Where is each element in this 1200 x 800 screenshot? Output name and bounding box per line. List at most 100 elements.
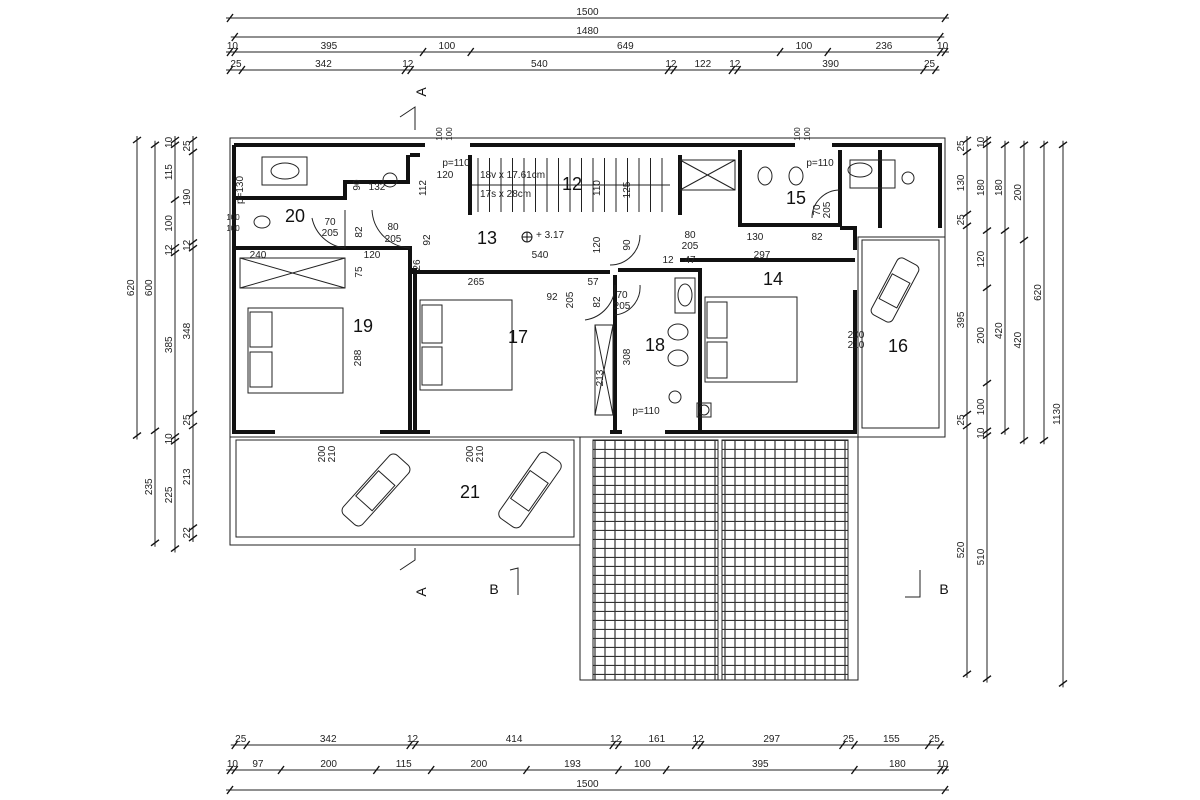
- dimension-tick: [1058, 679, 1068, 687]
- dimension-value: 10: [937, 41, 949, 52]
- dimension-tick: [150, 141, 160, 149]
- dimension-tick: [697, 740, 705, 750]
- dimension-value: 12: [402, 59, 414, 70]
- interior-dimension: 92: [422, 234, 433, 246]
- room-number-21: 21: [460, 482, 480, 502]
- dimension-tick: [982, 379, 992, 387]
- dimension-value: 342: [320, 734, 337, 745]
- dimension-tick: [614, 740, 623, 750]
- interior-dimension: 210: [848, 340, 865, 351]
- dimension-tick: [982, 675, 992, 683]
- dimension-value: 25: [235, 734, 247, 745]
- dimension-tick: [609, 740, 617, 750]
- interior-dimension: 265: [468, 277, 485, 288]
- room-number-17: 17: [508, 327, 528, 347]
- dimension-value: 193: [564, 759, 581, 770]
- dimension-value: 225: [164, 486, 175, 503]
- dimension-value: 620: [126, 279, 137, 296]
- section-marker: B: [939, 581, 948, 597]
- dimension-tick: [919, 65, 928, 75]
- staircase: [472, 158, 670, 212]
- interior-dimension: 75: [354, 266, 365, 278]
- dimension-tick: [936, 32, 944, 42]
- dimension-value: 10: [164, 433, 175, 445]
- dimension-tick: [982, 136, 992, 144]
- interior-dimension: p=110: [632, 406, 660, 417]
- interior-dimension: 47: [684, 255, 696, 266]
- dimension-value: 22: [182, 527, 193, 539]
- dimension-value: 161: [649, 734, 666, 745]
- interior-dimension: 100: [793, 127, 802, 141]
- dimension-tick: [936, 765, 944, 775]
- dimension-value: 25: [230, 59, 242, 70]
- dimension-value: 1500: [576, 779, 599, 790]
- section-cut-line: [399, 106, 921, 598]
- room-number-12: 12: [562, 174, 582, 194]
- room-number-19: 19: [353, 316, 373, 336]
- dimension-tick: [226, 765, 234, 775]
- dimension-value: 120: [976, 250, 987, 267]
- dimension-value: 10: [164, 136, 175, 148]
- dimension-tick: [277, 765, 285, 775]
- dimension-value: 115: [396, 759, 412, 770]
- dimension-tick: [776, 47, 784, 57]
- dimension-tick: [1039, 436, 1049, 444]
- dimension-tick: [982, 284, 992, 292]
- interior-dimension: 70: [616, 290, 628, 301]
- dimension-tick: [231, 47, 239, 57]
- interior-dimension: 200: [317, 445, 328, 462]
- dimension-tick: [734, 65, 742, 75]
- dimension-tick: [691, 740, 699, 750]
- interior-dimension: p=110: [806, 158, 834, 169]
- dimension-value: 213: [182, 468, 193, 485]
- dimension-tick: [372, 765, 380, 775]
- dimension-value: 100: [164, 215, 175, 232]
- dimension-tick: [941, 765, 949, 775]
- dimension-tick: [522, 765, 531, 775]
- interior-dimension: 130: [747, 232, 764, 243]
- interior-dimension: 205: [385, 234, 402, 245]
- dimension-value: 236: [876, 41, 893, 52]
- dimension-tick: [1000, 227, 1010, 235]
- interior-dimension: 297: [754, 250, 771, 261]
- dimension-value: 130: [956, 174, 967, 191]
- interior-dimension: 120: [364, 250, 381, 261]
- section-marker: A: [413, 587, 429, 597]
- dimension-value: 395: [956, 311, 967, 328]
- dimension-tick: [170, 432, 180, 441]
- dimension-tick: [188, 244, 198, 252]
- interior-dimension: 308: [622, 348, 633, 365]
- dimension-value: 395: [321, 41, 338, 52]
- dimension-tick: [850, 740, 858, 750]
- dimension-tick: [243, 740, 251, 750]
- dimension-tick: [962, 422, 972, 430]
- dimension-tick: [941, 13, 949, 23]
- dimension-value: 520: [956, 541, 967, 558]
- dimension-value: 1480: [576, 26, 599, 37]
- dimension-tick: [924, 740, 932, 750]
- interior-dimension: 100: [445, 127, 454, 141]
- terrace-21: [229, 436, 581, 546]
- dimension-tick: [962, 410, 972, 418]
- dimension-value: 395: [752, 759, 769, 770]
- dimension-value: 25: [843, 734, 855, 745]
- dimension-tick: [132, 431, 142, 440]
- stair-note: 18v x 17.61cm: [480, 170, 545, 181]
- dimension-value: 200: [976, 327, 987, 344]
- dimension-value: 100: [796, 41, 813, 52]
- interior-dimension: 70: [812, 204, 823, 216]
- dimension-value: 12: [610, 734, 622, 745]
- interior-dimension: 90: [352, 179, 363, 191]
- dimension-value: 10: [227, 759, 239, 770]
- dimension-tick: [982, 431, 992, 440]
- dimension-value: 10: [976, 427, 987, 439]
- dimension-value: 385: [164, 336, 175, 353]
- dimension-tick: [670, 65, 678, 75]
- dimension-value: 12: [729, 59, 741, 70]
- room-number-14: 14: [763, 269, 783, 289]
- dimension-value: 190: [182, 188, 193, 205]
- dimension-tick: [226, 47, 234, 57]
- interior-dimension: 112: [418, 180, 429, 196]
- dimension-tick: [1019, 436, 1029, 444]
- dimension-value: 200: [1013, 184, 1024, 201]
